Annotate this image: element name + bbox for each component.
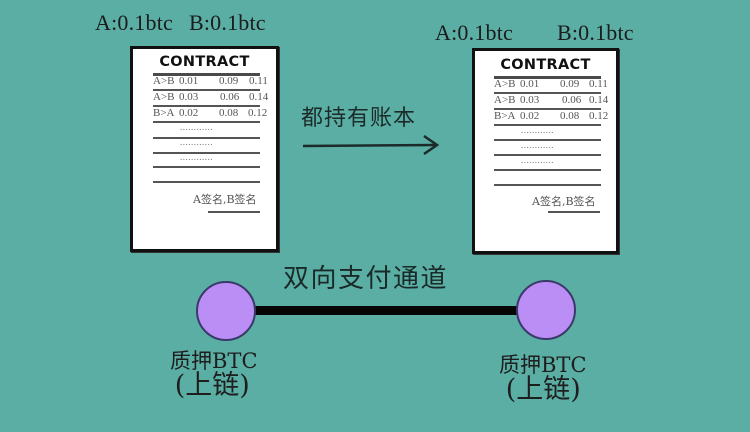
ledger-row: A>B 0.03 0.06 0.14 — [153, 91, 268, 104]
ledger-placeholder: ............ — [521, 155, 554, 165]
ledger-amount: 0.03 — [520, 94, 540, 106]
signature-line — [548, 211, 600, 213]
stake-text: 质押BTC — [499, 353, 587, 377]
ledger-balance-b: 0.14 — [589, 94, 609, 106]
ledger-row: A>B 0.01 0.09 0.11 — [494, 78, 609, 91]
left-contract: CONTRACT A>B 0.01 0.09 0.11 A>B 0.03 0.0… — [130, 46, 279, 252]
divider — [494, 139, 601, 141]
ledger-placeholder: ............ — [180, 137, 213, 147]
ledger-row: B>A 0.02 0.08 0.12 — [153, 107, 268, 120]
ledger-balance-a: 0.09 — [560, 78, 580, 90]
divider — [153, 105, 260, 107]
ledger-balance-b: 0.12 — [248, 107, 268, 119]
ledger-dir: A>B — [494, 78, 516, 90]
ledger-amount: 0.02 — [520, 110, 540, 122]
ledger-dir: A>B — [153, 91, 175, 103]
ledger-balance-a: 0.09 — [219, 75, 239, 87]
ledger-balance-b: 0.11 — [589, 78, 608, 90]
ledger-row: A>B 0.03 0.06 0.14 — [494, 94, 609, 107]
ledger-placeholder: ............ — [521, 140, 554, 150]
divider — [494, 76, 601, 79]
onchain-text: (上链) — [505, 374, 581, 406]
ledger-amount: 0.02 — [179, 107, 199, 119]
channel-line — [252, 306, 522, 315]
arrow-label: 都持有账本 — [301, 106, 417, 131]
divider — [494, 92, 601, 94]
ledger-placeholder: ............ — [180, 152, 213, 162]
divider — [153, 121, 260, 123]
ledger-amount: 0.01 — [179, 75, 199, 87]
ledger-balance-a: 0.06 — [562, 94, 582, 106]
divider — [153, 73, 260, 76]
ledger-placeholder: ............ — [521, 125, 554, 135]
contract-title: CONTRACT — [500, 57, 591, 73]
ledger-balance-a: 0.08 — [560, 110, 580, 122]
ledger-balance-a: 0.06 — [220, 91, 240, 103]
ledger-amount: 0.01 — [520, 78, 540, 90]
divider — [153, 152, 260, 154]
ledger-dir: A>B — [494, 94, 516, 106]
right-contract: CONTRACT A>B 0.01 0.09 0.11 A>B 0.03 0.0… — [472, 48, 619, 254]
divider — [153, 137, 260, 139]
left-stake-label: 质押BTC (上链) — [170, 350, 258, 400]
left-node — [196, 281, 256, 341]
signatures: A签名,B签名 — [532, 195, 596, 208]
ledger-balance-a: 0.08 — [219, 107, 239, 119]
signatures: A签名,B签名 — [193, 193, 257, 206]
onchain-text: (上链) — [174, 370, 250, 402]
contract-title: CONTRACT — [159, 54, 250, 70]
divider — [494, 154, 601, 156]
ledger-balance-b: 0.14 — [249, 91, 269, 103]
divider — [494, 169, 601, 171]
right-balance-b: B:0.1btc — [557, 20, 634, 45]
ledger-dir: B>A — [494, 110, 516, 122]
divider — [494, 108, 601, 110]
ledger-row: B>A 0.02 0.08 0.12 — [494, 110, 609, 123]
signature-line — [208, 211, 260, 213]
ledger-dir: A>B — [153, 75, 175, 87]
divider — [153, 89, 260, 91]
right-stake-label: 质押BTC (上链) — [499, 354, 587, 404]
ledger-balance-b: 0.11 — [249, 75, 268, 87]
right-balance-a: A:0.1btc — [435, 20, 513, 45]
divider — [494, 124, 601, 126]
ledger-balance-b: 0.12 — [589, 110, 609, 122]
left-balance-b: B:0.1btc — [189, 10, 266, 35]
left-balance-a: A:0.1btc — [95, 10, 173, 35]
channel-label: 双向支付通道 — [283, 264, 449, 294]
ledger-dir: B>A — [153, 107, 175, 119]
ledger-placeholder: ............ — [180, 122, 213, 132]
ledger-row: A>B 0.01 0.09 0.11 — [153, 75, 268, 88]
right-arrow-icon — [302, 134, 440, 156]
ledger-amount: 0.03 — [179, 91, 199, 103]
divider — [153, 181, 260, 183]
divider — [494, 184, 601, 186]
stake-text: 质押BTC — [170, 349, 258, 373]
divider — [153, 166, 260, 168]
right-node — [516, 280, 576, 340]
